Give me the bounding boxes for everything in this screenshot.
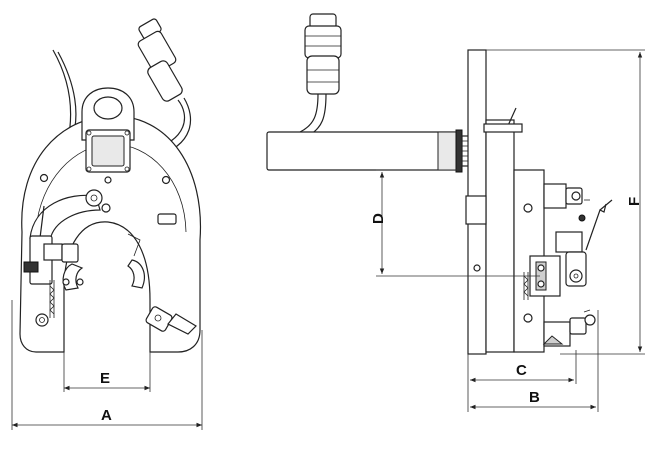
dim-e-label: E: [100, 370, 110, 387]
mid-bracket: [555, 231, 583, 253]
dim-b-label: B: [529, 389, 540, 406]
side-block: [465, 195, 487, 225]
screw-icon: [101, 203, 111, 213]
lower-knob-end: [584, 314, 596, 326]
side-cable: [299, 93, 327, 137]
top-bracket: [483, 123, 523, 133]
lifting-eye-hole: [93, 96, 123, 120]
dim-a-extension: [11, 300, 203, 430]
dim-e-extension: [63, 352, 151, 392]
motor-flange: [455, 129, 463, 173]
dim-c-extension: [467, 350, 577, 412]
pivot-wheel: [85, 189, 103, 207]
front-view: E A: [11, 18, 203, 430]
clamp-handle: [167, 313, 197, 335]
dim-f-label: F: [626, 197, 643, 206]
front-connector: [137, 18, 183, 102]
screw-icon: [39, 173, 49, 183]
screw-icon: [473, 264, 481, 272]
screw-icon: [104, 176, 112, 184]
side-connector: [304, 13, 342, 95]
dim-c-label: C: [516, 362, 527, 379]
right-jaw: [127, 259, 145, 289]
screw-icon: [523, 203, 533, 213]
upper-knob-block: [543, 183, 567, 209]
screw-icon: [161, 175, 171, 185]
middle-plate: [485, 119, 515, 353]
lower-clamp: [543, 321, 571, 347]
screw-icon: [578, 214, 586, 222]
probe-wire: [585, 203, 607, 251]
dim-a-label: A: [101, 407, 112, 424]
dim-d-extension: [376, 169, 540, 277]
clamp-knob: [35, 313, 49, 327]
clamp-block: [157, 213, 177, 225]
screw-icon: [523, 313, 533, 323]
motor-cylinder: [266, 131, 458, 171]
tool-head: [23, 205, 84, 318]
dim-f-extension: [486, 49, 645, 355]
motor-window: [91, 135, 125, 167]
lower-knob: [569, 317, 587, 335]
dim-d-label: D: [370, 213, 387, 224]
side-view: D F C B: [266, 13, 645, 412]
